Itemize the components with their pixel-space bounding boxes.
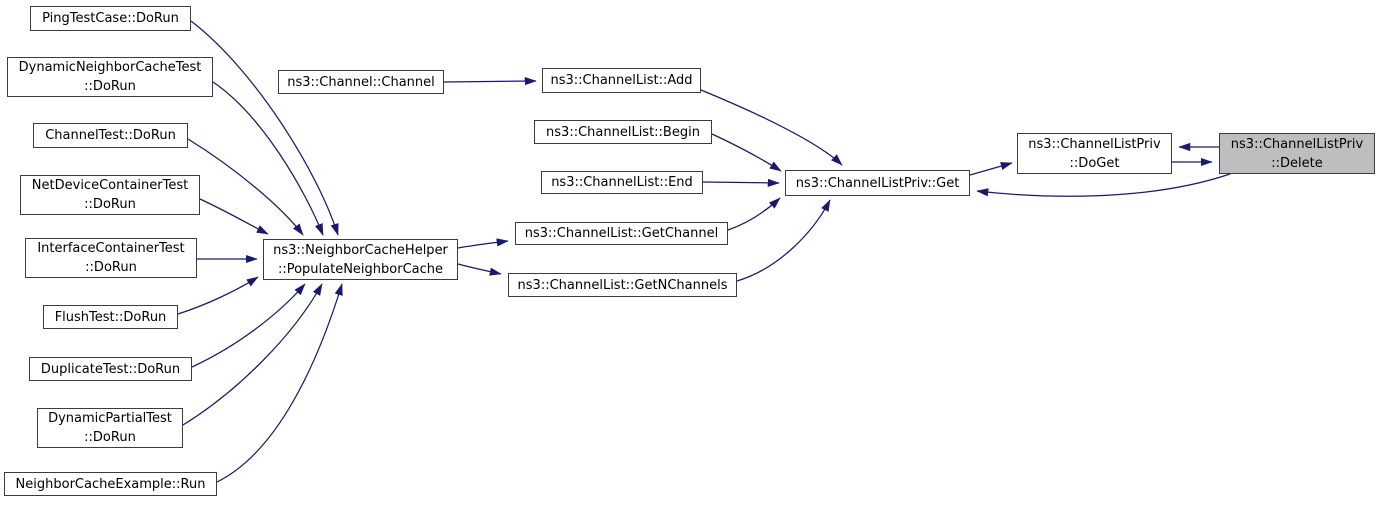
node-neighbor-cache-helper-populate-neighbor-cache[interactable]: ns3::NeighborCacheHelper ::PopulateNeigh… [263,239,458,280]
node-dynamic-partial-test-dorun[interactable]: DynamicPartialTest ::DoRun [37,408,183,448]
node-channel-list-priv-get[interactable]: ns3::ChannelListPriv::Get [785,170,970,196]
node-dynamic-neighbor-cache-test-dorun[interactable]: DynamicNeighborCacheTest ::DoRun [7,57,213,97]
edge-populate-to-get-channel [457,238,509,249]
edge-neighbor-example-to-populate [216,283,343,483]
edge-net-device-to-populate [199,198,269,235]
node-net-device-container-test-dorun[interactable]: NetDeviceContainerTest ::DoRun [20,175,200,215]
edge-populate-to-get-n-channels [457,263,502,276]
edge-ping-to-populate [190,20,339,236]
edge-channel-test-to-populate [187,138,304,236]
edge-end-to-get [702,178,780,187]
edge-dynamic-neighbor-to-populate [212,81,324,236]
edge-flush-to-populate [177,276,259,315]
edge-duplicate-to-populate [191,283,306,368]
node-channel-list-priv-delete: ns3::ChannelListPriv ::Delete [1219,133,1375,174]
node-channel-list-priv-doget[interactable]: ns3::ChannelListPriv ::DoGet [1017,133,1172,174]
edge-get-channel-to-get [727,197,781,231]
node-channel-list-begin[interactable]: ns3::ChannelList::Begin [534,120,712,144]
edge-get-n-channels-to-get [736,199,831,282]
edge-dynamic-partial-to-populate [182,283,323,426]
node-ping-test-case-dorun[interactable]: PingTestCase::DoRun [30,6,191,31]
node-channel-test-dorun[interactable]: ChannelTest::DoRun [33,123,188,148]
node-channel-channel[interactable]: ns3::Channel::Channel [278,70,444,94]
edge-delete-to-get [976,173,1231,197]
node-duplicate-test-dorun[interactable]: DuplicateTest::DoRun [29,357,192,381]
node-neighbor-cache-example-run[interactable]: NeighborCacheExample::Run [4,472,217,496]
edge-add-to-get [700,89,843,166]
node-channel-list-add[interactable]: ns3::ChannelList::Add [542,68,701,93]
node-channel-list-end[interactable]: ns3::ChannelList::End [541,171,703,194]
edge-get-to-doget [969,162,1013,176]
node-channel-list-get-n-channels[interactable]: ns3::ChannelList::GetNChannels [508,273,737,297]
edge-channel-ctor-to-add [443,76,537,86]
node-flush-test-dorun[interactable]: FlushTest::DoRun [43,305,178,329]
node-interface-container-test-dorun[interactable]: InterfaceContainerTest ::DoRun [25,238,197,278]
edge-begin-to-get [711,133,782,172]
node-channel-list-get-channel[interactable]: ns3::ChannelList::GetChannel [515,222,728,245]
